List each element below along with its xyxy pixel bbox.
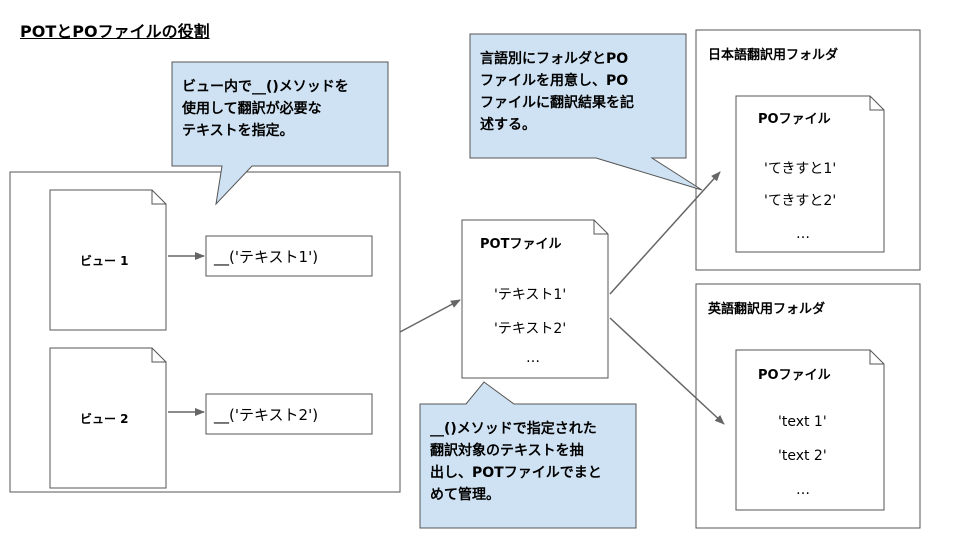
po-ja-item-3: … [796, 226, 810, 242]
view-2-label: ビュー 2 [80, 412, 129, 426]
callout-top-left-shape [171, 61, 389, 206]
po-doc-ja-fold [869, 96, 884, 111]
page-title: POTとPOファイルの役割 [20, 22, 210, 41]
code-text-1: __('テキスト1') [214, 248, 319, 266]
po-doc-en [735, 349, 885, 511]
po-ja-item-1: 'てきすと1' [764, 161, 837, 177]
arrow-pot-en [609, 317, 725, 425]
code-text-2: __('テキスト2') [214, 406, 319, 424]
view-1-doc-fold [151, 190, 166, 205]
pot-item-1: 'テキスト1' [494, 287, 567, 303]
view-2-doc-fold [151, 348, 166, 363]
pot-doc [461, 219, 609, 379]
arrow-pot-ja [609, 171, 721, 295]
callout-bottom-mid-text: __()メソッドで指定された 翻訳対象のテキストを抽 出し、POTファイルでまと… [430, 421, 602, 503]
po-ja-title: POファイル [758, 112, 831, 127]
po-en-item-2: 'text 2' [778, 448, 827, 464]
arrow-container-pot [399, 299, 461, 333]
folder-ja-title: 日本語翻訳用フォルダ [708, 48, 839, 63]
view-1-label: ビュー 1 [80, 254, 129, 268]
po-en-item-1: 'text 1' [778, 414, 827, 430]
folder-en-title: 英語翻訳用フォルダ [708, 302, 826, 317]
pot-title: POTファイル [480, 237, 562, 252]
code-box-1 [205, 235, 373, 277]
po-ja-item-2: 'てきすと2' [764, 193, 837, 209]
po-doc-en-fold [869, 350, 884, 365]
pot-item-3: … [526, 350, 540, 366]
callout-top-left-text: ビュー内で__()メソッドを 使用して翻訳が必要な テキストを指定。 [182, 79, 349, 139]
code-box-2 [205, 393, 373, 435]
po-doc-ja [735, 95, 885, 253]
pot-item-2: 'テキスト2' [494, 321, 567, 337]
po-en-item-3: … [796, 482, 810, 498]
po-en-title: POファイル [758, 368, 831, 383]
view-1-doc [49, 189, 167, 331]
callout-top-mid-text: 言語別にフォルダとPO ファイルを用意し、PO ファイルに翻訳結果を記 述する。 [480, 51, 634, 133]
pot-doc-fold [593, 220, 608, 235]
callout-top-mid-shape [469, 33, 703, 191]
callout-bottom-mid-shape [419, 381, 637, 529]
view-2-doc [49, 347, 167, 489]
